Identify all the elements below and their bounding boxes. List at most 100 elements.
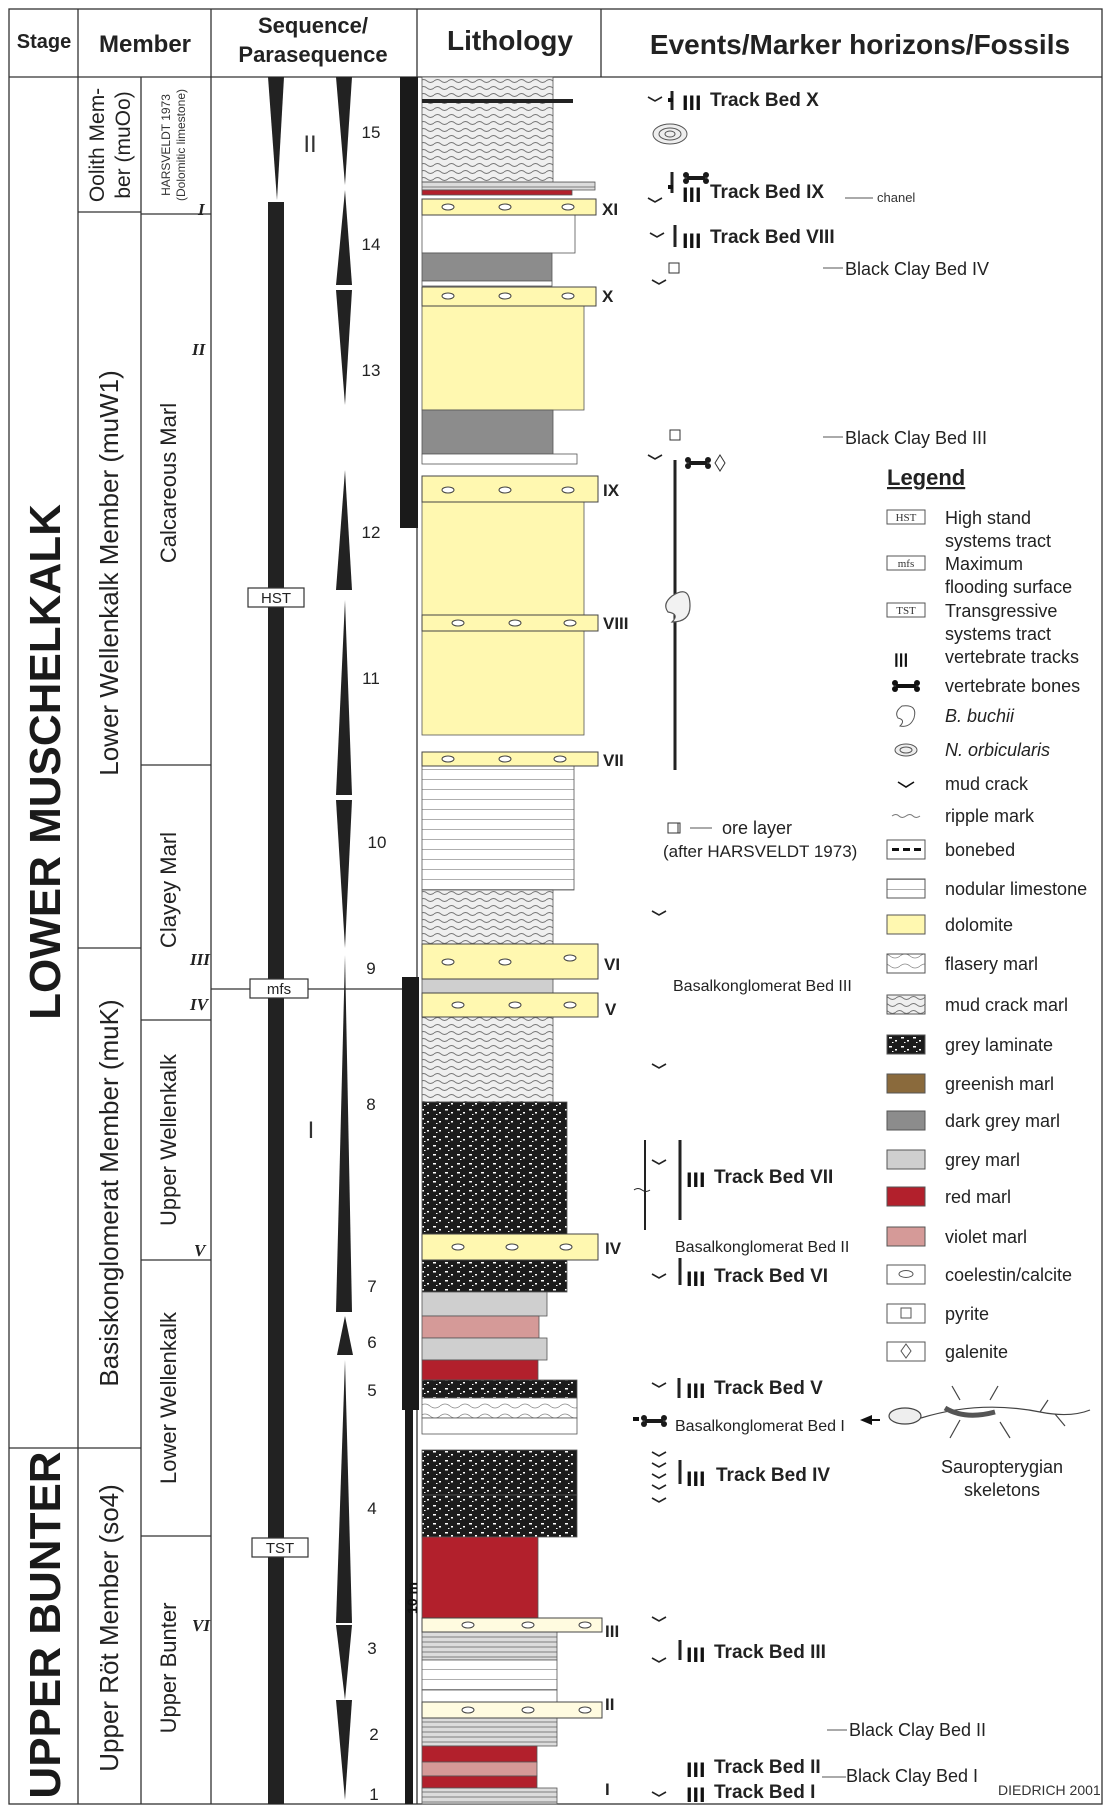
stage-upper-bunter: UPPER BUNTER <box>21 1451 70 1798</box>
svg-text:ꞁꞁꞁ: ꞁꞁꞁ <box>682 89 702 111</box>
legend-label: systems tract <box>945 624 1051 644</box>
parasequence-8: 8 <box>366 1095 375 1114</box>
legend-label: red marl <box>945 1187 1011 1207</box>
n-orbicularis-fossil <box>652 123 688 145</box>
sauropterygian-label: Sauropterygian skeletons <box>941 1457 1063 1500</box>
dolomite-bed-xi <box>421 198 597 216</box>
legend-title: Legend <box>887 465 965 490</box>
svg-text:ꞁꞁꞁ: ꞁꞁꞁ <box>894 648 908 667</box>
legend-item: mud crack <box>897 774 1029 794</box>
bed-label-ix: IX <box>603 481 620 500</box>
column-headers: Stage Member Sequence/ Parasequence Lith… <box>17 13 1070 67</box>
legend-label: dolomite <box>945 915 1013 935</box>
legend-label: systems tract <box>945 531 1051 551</box>
black-clay-iii: Black Clay Bed III <box>845 428 987 448</box>
legend-label: mud crack marl <box>945 995 1068 1015</box>
legend-swatch <box>886 1186 926 1207</box>
track-bed-i: Track Bed I <box>714 1782 815 1803</box>
legend-item: nodular limestone <box>886 878 1087 899</box>
vertebrate-tracks-icon: ꞁꞁꞁ <box>894 648 908 667</box>
bone-markers <box>641 172 711 1427</box>
legend-box-label: HST <box>896 512 917 524</box>
parasequence-7: 7 <box>367 1277 376 1296</box>
legend-label: vertebrate tracks <box>945 647 1079 667</box>
track-bed-vii: Track Bed VII <box>714 1167 833 1188</box>
dolomite-bed-ix <box>421 475 599 503</box>
legend-item: grey laminate <box>886 1034 1053 1055</box>
galenite-marker <box>714 454 726 472</box>
parasequence-4: 4 <box>367 1499 376 1518</box>
legend-label: flooding surface <box>945 577 1072 597</box>
parasequence-12: 12 <box>362 523 381 542</box>
member-upper-roet: Upper Röt Member (so4) <box>94 1484 124 1772</box>
legend-item: N. orbicularis <box>894 740 1050 760</box>
legend-label: ripple mark <box>945 806 1035 826</box>
legend-item: greenish marl <box>886 1073 1054 1094</box>
legend-item: coelestin/calcite <box>886 1264 1072 1285</box>
vertebrate-bones-icon <box>892 680 920 692</box>
legend-item: ripple mark <box>891 806 1035 826</box>
submember-calcareous-marl: Calcareous Marl <box>156 403 181 563</box>
legend-swatch <box>886 1034 926 1055</box>
credit: DIEDRICH 2001 <box>998 1782 1101 1798</box>
legend-item: red marl <box>886 1186 1011 1207</box>
sequence-label-ii: II <box>303 131 316 158</box>
legend-label: coelestin/calcite <box>945 1265 1072 1285</box>
parasequence-11: 11 <box>362 669 380 688</box>
svg-text:ꞁꞁꞁ: ꞁꞁꞁ <box>686 1166 706 1188</box>
parasequence-13: 13 <box>362 361 381 380</box>
basal-bed-i: Basalkonglomerat Bed I <box>675 1418 845 1435</box>
bonebed-marks <box>633 98 673 1421</box>
legend-item: flasery marl <box>886 953 1038 974</box>
dolomite-bed-vi <box>421 943 599 980</box>
legend-item: violet marl <box>886 1226 1027 1247</box>
lithology-column <box>421 76 596 1805</box>
parasequence-15: 15 <box>362 123 381 142</box>
svg-text:ꞁꞁꞁ: ꞁꞁꞁ <box>686 1377 706 1399</box>
submember-numerals: I II III IV V VI <box>189 200 211 1635</box>
bed-label-vi: VI <box>604 955 620 974</box>
dolomite-bed-ii <box>421 1701 603 1719</box>
submember-numeral-iii: III <box>189 950 211 969</box>
svg-text:ꞁꞁꞁ: ꞁꞁꞁ <box>686 1641 706 1663</box>
chanel-label: chanel <box>877 190 915 205</box>
mud-crack-marks <box>633 96 667 1797</box>
track-bed-iv: Track Bed IV <box>716 1465 830 1486</box>
bed-label-xi: XI <box>602 200 618 219</box>
header-sequence-1: Sequence/ <box>258 13 368 38</box>
member-lower-wellenkalk: Lower Wellenkalk Member (muW1) <box>94 370 124 776</box>
submember-lower-wellenkalk: Lower Wellenkalk <box>156 1311 181 1484</box>
parasequence-1: 1 <box>369 1785 378 1804</box>
legend-label: grey laminate <box>945 1035 1053 1055</box>
svg-text:ꞁꞁꞁ: ꞁꞁꞁ <box>686 1265 706 1287</box>
submember-harsveldt: HARSVELDT 1973 <box>159 94 173 196</box>
legend-label: High stand <box>945 508 1031 528</box>
bed-label-ii: II <box>605 1695 614 1714</box>
ripple-mark-icon <box>891 814 921 818</box>
legend-label: galenite <box>945 1342 1008 1362</box>
parasequence-2: 2 <box>369 1725 378 1744</box>
sauropterygian-skeleton-icon <box>888 1385 1091 1439</box>
legend-label: greenish marl <box>945 1074 1054 1094</box>
legend-item: pyrite <box>886 1303 989 1324</box>
header-lithology: Lithology <box>447 25 573 56</box>
legend-item: dark grey marl <box>886 1110 1060 1131</box>
legend-item: mud crack marl <box>886 994 1068 1015</box>
legend-item: ꞁꞁꞁ vertebrate tracks <box>894 647 1079 667</box>
legend-label: Transgressive <box>945 601 1057 621</box>
svg-text:ꞁꞁꞁ: ꞁꞁꞁ <box>686 1465 706 1487</box>
submember-numeral-i: I <box>197 200 206 219</box>
member-oolith-1: Oolith Mem- <box>86 88 109 202</box>
stage-lower-muschelkalk: LOWER MUSCHELKALK <box>21 504 70 1020</box>
ore-layer-source: (after HARSVELDT 1973) <box>663 842 857 861</box>
track-bed-x: Track Bed X <box>710 90 819 111</box>
mud-crack-icon <box>897 781 915 788</box>
black-clay-ii: Black Clay Bed II <box>849 1720 986 1740</box>
header-events: Events/Marker horizons/Fossils <box>650 29 1070 60</box>
member-oolith-2: ber (muOo) <box>112 91 135 198</box>
black-clay-iv: Black Clay Bed IV <box>845 259 989 279</box>
legend-label: nodular limestone <box>945 879 1087 899</box>
